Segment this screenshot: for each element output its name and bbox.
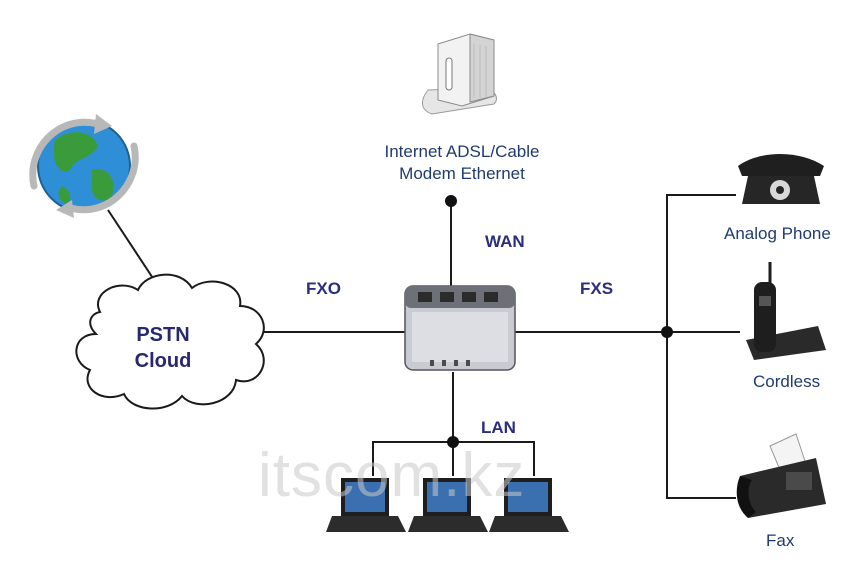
cordless-phone-icon: [746, 262, 826, 360]
analog-phone-label: Analog Phone: [724, 224, 831, 243]
fax-icon: [736, 433, 826, 518]
watermark: itscom.kz: [258, 441, 526, 510]
cordless-label: Cordless: [753, 372, 821, 391]
cloud-icon: [75, 273, 265, 410]
pstn-cloud-label: PSTN Cloud: [126, 322, 200, 374]
fxs-branch: [666, 194, 736, 499]
fxo-label: FXO: [306, 279, 341, 298]
modem-icon: [422, 33, 497, 115]
laptop-icon: [408, 478, 488, 532]
lan-junction: [447, 436, 459, 448]
laptop-icon: [489, 478, 569, 532]
modem-label-line1: Internet ADSL/Cable: [384, 142, 540, 161]
analog-phone-icon: [738, 154, 824, 204]
fxs-label: FXS: [580, 279, 614, 298]
wan-label: WAN: [485, 232, 525, 251]
pstn-label-line2: Cloud: [134, 350, 192, 372]
fxs-junction: [661, 326, 673, 338]
gateway-icon: [404, 285, 516, 371]
globe-icon: [29, 114, 139, 218]
laptop-icon: [326, 478, 406, 532]
pstn-label-line1: PSTN: [136, 324, 190, 346]
wan-junction: [445, 195, 457, 207]
modem-label: Internet ADSL/Cable Modem Ethernet: [362, 141, 562, 185]
lan-label: LAN: [481, 418, 516, 437]
fax-label: Fax: [766, 531, 795, 550]
modem-label-line2: Modem Ethernet: [399, 164, 525, 183]
